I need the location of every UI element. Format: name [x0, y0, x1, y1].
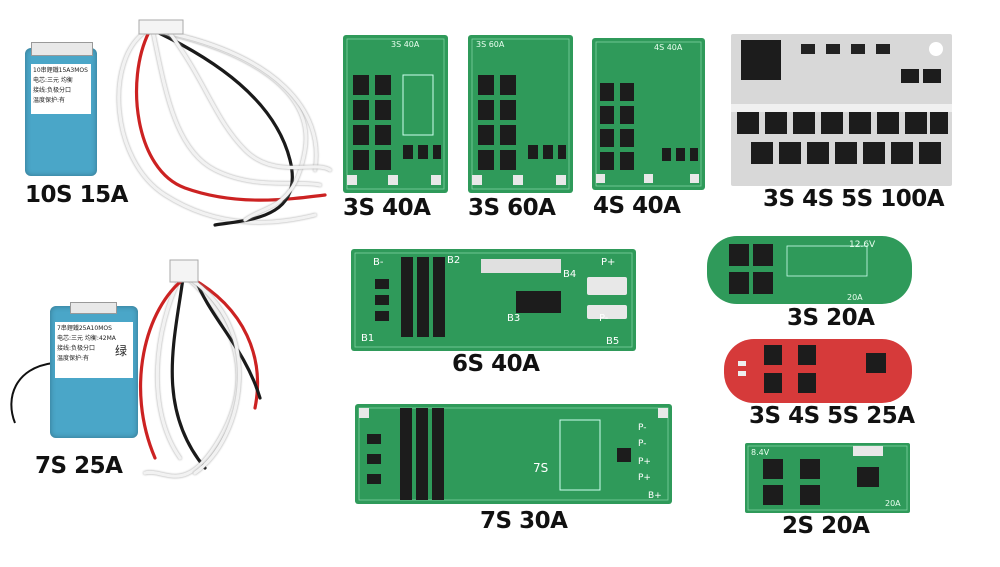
label-4s-40a: 4S 40A — [593, 193, 681, 219]
stamp: 绿 — [114, 344, 127, 358]
product-6s-40a: B- B1 B2 B3 B4 B5 P+ P- — [351, 249, 636, 351]
bms-board-blue: 7串鋰鐵25A10MOS 电芯:三元 均衡:42MA 接线:负极分口 温度保护:… — [50, 302, 138, 438]
product-4s-40a: 4S 40A — [592, 38, 705, 190]
pad-label: P- — [638, 423, 646, 433]
bms-board-blue: 10串鋰鐵15A3MOS 电芯:三元 均衡 接线:负极分口 温度保护:有 — [25, 42, 97, 176]
pcb-4s-40a: 4S 40A — [592, 38, 705, 190]
pad-label: B2 — [447, 255, 460, 266]
pad-label: P+ — [638, 457, 651, 467]
product-345s-25a — [724, 339, 912, 403]
label-345s-100a: 3S 4S 5S 100A — [763, 186, 945, 212]
product-10s-15a: 10串鋰鐵15A3MOS 电芯:三元 均衡 接线:负极分口 温度保护:有 — [15, 19, 335, 235]
label-345s-25a: 3S 4S 5S 25A — [749, 403, 915, 429]
label-3s-40a: 3S 40A — [343, 195, 431, 221]
board-text: 接线:负极分口 — [33, 87, 72, 94]
pcb-3s-60a: 3S 60A — [468, 35, 573, 193]
product-7s-30a: 7S P- P- P+ P+ B+ — [355, 404, 672, 504]
board-text: 电芯:三元 均衡:42MA — [57, 335, 116, 342]
pad-label: B+ — [648, 491, 662, 501]
pcb-3s-40a: 3S 40A — [343, 35, 448, 193]
silk-label: 12.6V — [849, 240, 876, 250]
pcb-3s-20a: 12.6V 20A — [707, 236, 912, 304]
board-text: 电芯:三元 均衡 — [33, 77, 73, 84]
pad-label: P+ — [638, 473, 651, 483]
board-text: 接线:负极分口 — [57, 345, 96, 352]
label-7s-25a: 7S 25A — [35, 453, 123, 479]
pad-label: B3 — [507, 313, 520, 324]
label-3s-60a: 3S 60A — [468, 195, 556, 221]
pcb-345s-25a — [724, 339, 912, 403]
pad-label: P- — [599, 313, 609, 324]
silk-label: 20A — [847, 293, 863, 302]
pad-label: B- — [373, 257, 384, 268]
wire-harness-7s — [10, 259, 262, 478]
pcb-345s-100a — [731, 34, 952, 186]
pcb-6s-40a: B- B1 B2 B3 B4 B5 P+ P- — [351, 249, 636, 351]
pad-label: B5 — [606, 336, 619, 347]
board-text: 温度保护:有 — [33, 97, 66, 104]
silk-label: 8.4V — [751, 448, 770, 457]
pad-label: B1 — [361, 333, 374, 344]
product-3s-20a: 12.6V 20A — [707, 236, 912, 304]
label-2s-20a: 2S 20A — [782, 513, 870, 539]
pad-label: B4 — [563, 269, 576, 280]
silk-label: 4S 40A — [654, 43, 683, 52]
silk-label: 3S 60A — [476, 40, 505, 49]
wire-harness-10s — [117, 19, 332, 227]
pad-label: P+ — [601, 257, 615, 268]
product-7s-25a: 7串鋰鐵25A10MOS 电芯:三元 均衡:42MA 接线:负极分口 温度保护:… — [5, 258, 270, 478]
product-3s-60a: 3S 60A — [468, 35, 573, 193]
label-7s-30a: 7S 30A — [480, 508, 568, 534]
pad-label: P- — [638, 439, 646, 449]
label-3s-20a: 3S 20A — [787, 305, 875, 331]
board-text: 10串鋰鐵15A3MOS — [33, 67, 88, 74]
pcb-2s-20a: 8.4V 20A — [745, 443, 910, 513]
silk-label: 3S 40A — [391, 40, 420, 49]
board-text: 7串鋰鐵25A10MOS — [57, 325, 112, 332]
silk-label: 20A — [885, 499, 901, 508]
product-345s-100a — [731, 34, 952, 186]
product-3s-40a: 3S 40A — [343, 35, 448, 193]
board-text: 温度保护:有 — [57, 355, 90, 362]
pcb-7s-30a: 7S P- P- P+ P+ B+ — [355, 404, 672, 504]
silk-label: 7S — [533, 461, 548, 475]
label-6s-40a: 6S 40A — [452, 351, 540, 377]
product-2s-20a: 8.4V 20A — [745, 443, 910, 513]
label-10s-15a: 10S 15A — [25, 182, 128, 208]
